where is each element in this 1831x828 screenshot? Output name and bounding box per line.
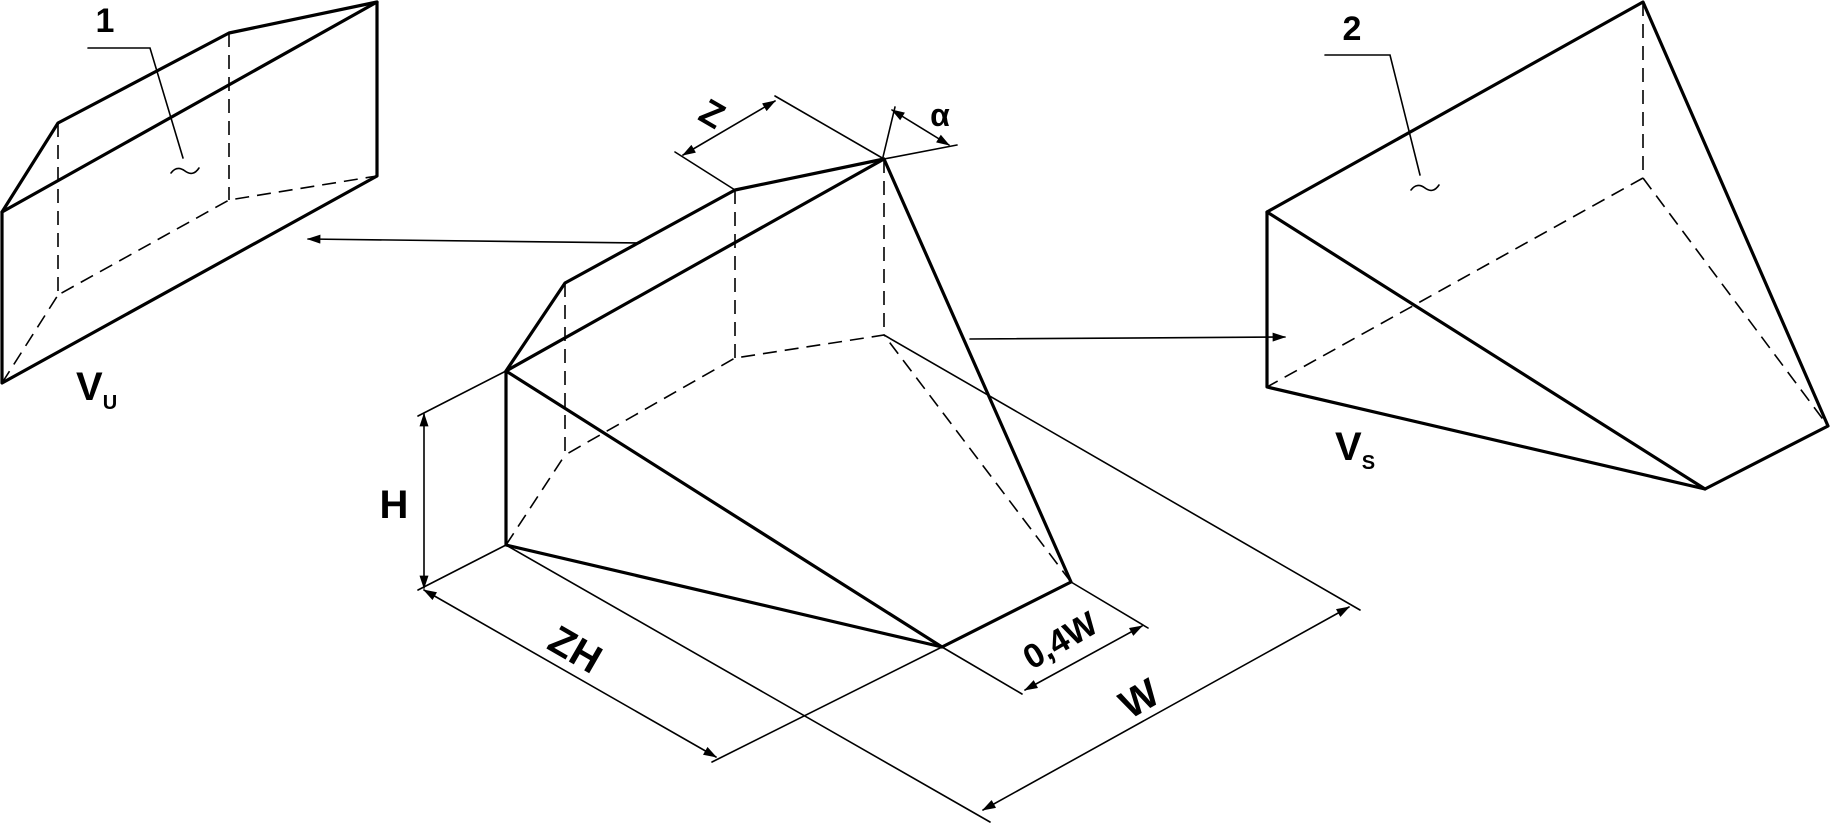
callout-1-leader [87,47,184,159]
central-body-hidden-edges [505,159,1072,583]
pyramid-vs-hidden-edges [1266,2,1829,427]
prism-vu-hidden-edges [1,33,378,384]
dimension-zh [423,544,991,823]
label-alpha: α [930,97,950,133]
prism-vu [0,0,379,385]
arrow-to-vu [306,234,641,244]
label-vu: VU [76,365,117,414]
central-body-outline [504,157,1073,649]
label-zh: ZH [541,618,609,683]
central-body-edges [504,157,944,649]
arrow-to-vs [969,332,1287,342]
label-callout-1: 1 [96,2,115,40]
callout-1-tilde [170,167,200,175]
dimension-h [417,370,507,591]
pyramid-vs-outline [1265,0,1830,491]
dimension-alpha [882,106,958,160]
callout-2-leader [1324,54,1421,176]
pyramid-vs [1265,0,1830,491]
label-04w: 0,4W [1017,604,1106,677]
callout-2-tilde [1410,184,1440,192]
prism-vu-ridge [0,0,379,214]
central-body [504,157,1073,649]
label-h: H [380,483,409,527]
pyramid-vs-edge [1265,210,1707,491]
label-callout-2: 2 [1343,10,1362,48]
label-vs: VS [1335,425,1375,474]
dimension-z [674,95,885,191]
label-w: W [1112,671,1167,728]
dimension-w [883,334,1361,811]
